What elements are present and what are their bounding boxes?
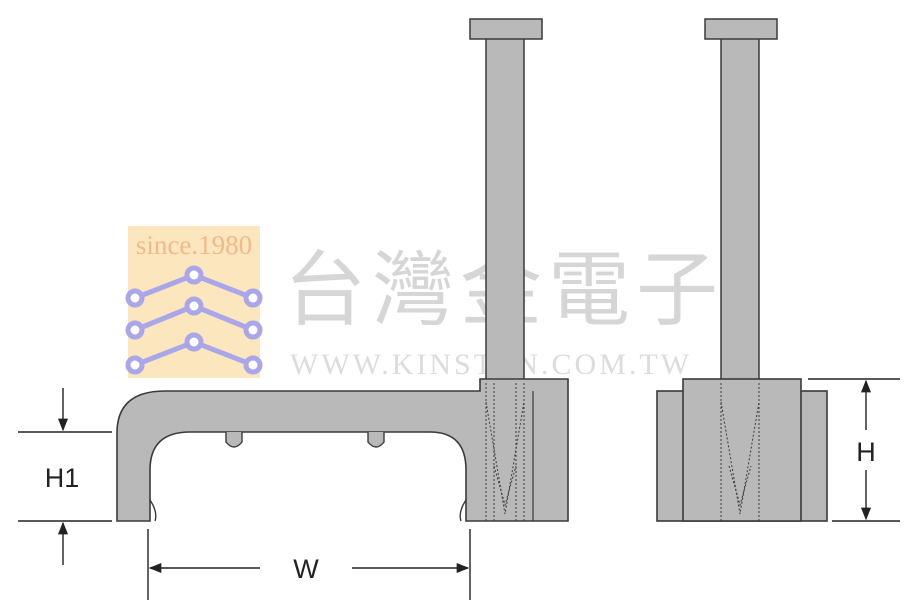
- dimension-w-label: W: [293, 554, 319, 584]
- nail-head-right: [704, 18, 778, 40]
- circuit-trace-icon: [125, 265, 263, 375]
- watermark-since-text: since.1980: [136, 230, 252, 260]
- clip-body: [116, 378, 569, 522]
- nail-head-left: [469, 18, 543, 40]
- clip-front-view: [656, 18, 828, 522]
- barb-right: [459, 499, 467, 522]
- dimension-w: [147, 529, 471, 600]
- clip-side-view: [116, 18, 569, 522]
- inner-rib-left: [225, 432, 243, 448]
- dimension-h-label: H: [856, 437, 876, 467]
- dimension-h1: [18, 388, 112, 565]
- nail-shaft-right: [720, 37, 760, 384]
- watermark-logo: since.1980: [125, 226, 263, 378]
- hidden-nail-right: [720, 383, 760, 521]
- dimension-h: [808, 378, 900, 522]
- inner-rib-right: [367, 432, 385, 448]
- hidden-nail-left: [485, 383, 525, 521]
- dimension-h1-label: H1: [45, 463, 80, 493]
- barb-left: [149, 499, 157, 522]
- nail-shaft-left: [485, 37, 525, 384]
